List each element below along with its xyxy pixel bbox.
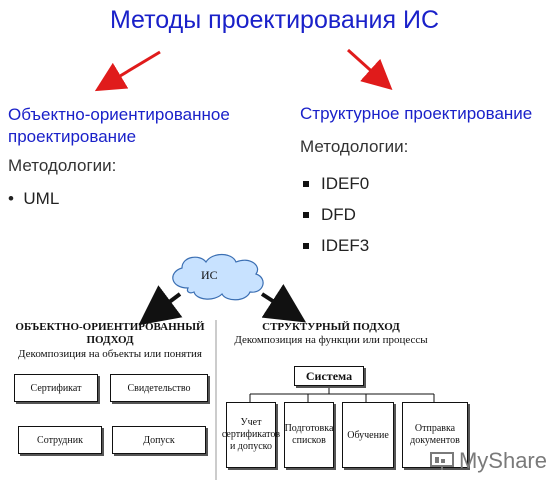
right-methodology-list: IDEF0 DFD IDEF3 xyxy=(300,168,369,261)
right-method-item: DFD xyxy=(300,199,369,230)
structural-approach-subtitle: Декомпозиция на функции или процессы xyxy=(234,334,428,346)
tree-node-accounting: Учет сертификатов и допуско xyxy=(222,402,280,468)
tree-root-system: Система xyxy=(294,366,364,386)
square-bullet-icon xyxy=(303,180,309,187)
arrow-left xyxy=(94,50,161,92)
cloud-label: ИС xyxy=(201,268,218,282)
left-methodologies-label: Методологии: xyxy=(8,156,117,175)
arrow-to-oo xyxy=(138,285,183,326)
page-title: Методы проектирования ИС xyxy=(109,6,440,34)
tree-node-documents: Отправка документов xyxy=(402,402,468,468)
presentation-icon xyxy=(429,452,454,470)
oo-box-testimony: Свидетельство xyxy=(110,374,208,402)
right-methodologies-label: Методологии: xyxy=(300,137,409,156)
oo-box-clearance: Допуск xyxy=(112,426,206,454)
square-bullet-icon xyxy=(303,242,309,249)
tree-node-lists: Подготовка списков xyxy=(284,402,334,468)
oo-approach-subtitle: Декомпозиция на объекты или понятия xyxy=(18,348,202,360)
red-arrows xyxy=(94,48,393,92)
arrow-to-structural xyxy=(260,283,307,323)
right-method-item: IDEF3 xyxy=(300,230,369,261)
oo-approach-heading: ОБЪЕКТНО-ОРИЕНТИРОВАННЫЙ ПОДХОД xyxy=(15,321,205,346)
oo-box-certificate: Сертификат xyxy=(14,374,98,402)
watermark: MyShare xyxy=(429,448,547,474)
oo-box-employee: Сотрудник xyxy=(18,426,102,454)
left-method-uml: UML xyxy=(23,189,60,208)
structural-approach-heading: СТРУКТУРНЫЙ ПОДХОД xyxy=(262,321,400,333)
square-bullet-icon xyxy=(303,211,309,218)
tree-node-training: Обучение xyxy=(342,402,394,468)
watermark-text: MyShare xyxy=(458,448,547,473)
oo-design-heading: Объектно-ориентированное проектирование xyxy=(8,105,230,146)
right-method-item: IDEF0 xyxy=(300,168,369,199)
diagram-graphics xyxy=(138,253,435,480)
cloud-icon xyxy=(172,253,264,301)
tree-connectors xyxy=(249,386,435,402)
arrow-right xyxy=(346,48,393,91)
structural-design-heading: Структурное проектирование xyxy=(300,104,533,123)
left-methodology-item: • UML xyxy=(8,189,59,209)
bullet-dot-icon: • xyxy=(8,189,24,208)
